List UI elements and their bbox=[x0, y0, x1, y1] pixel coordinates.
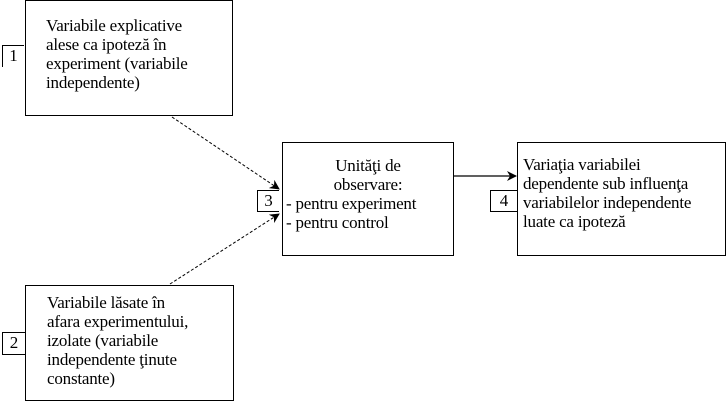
node-line: experiment (variabile bbox=[46, 54, 188, 73]
node-line: - pentru control bbox=[286, 213, 389, 232]
node-line: Variabile lăsate în bbox=[47, 293, 165, 312]
node-text: Variabile explicative alese ca ipoteză î… bbox=[46, 16, 188, 92]
node-text: Variaţia variabilei dependente sub influ… bbox=[523, 155, 691, 231]
node-line: Variabile explicative bbox=[46, 16, 182, 35]
node-line: - pentru experiment bbox=[286, 194, 417, 213]
node-excluded-variables: Variabile lăsate în afara experimentului… bbox=[25, 285, 234, 401]
node-line: variabilelor independente bbox=[523, 193, 692, 212]
arrow-box2-to-box3 bbox=[169, 213, 280, 285]
node-number-1: 1 bbox=[2, 45, 24, 67]
node-text: Unităţi de observare: - pentru experimen… bbox=[283, 156, 453, 232]
node-line: afara experimentului, bbox=[47, 312, 189, 331]
node-number-2: 2 bbox=[2, 332, 25, 355]
node-line: Variaţia variabilei bbox=[523, 155, 641, 174]
node-line: independente) bbox=[46, 73, 140, 92]
node-line: independente ţinute bbox=[47, 350, 177, 369]
node-observation-units: Unităţi de observare: - pentru experimen… bbox=[282, 142, 454, 256]
node-number-3: 3 bbox=[257, 190, 279, 212]
arrow-box1-to-box3 bbox=[171, 116, 280, 190]
node-line: izolate (variabile bbox=[47, 331, 159, 350]
node-dependent-variation: Variaţia variabilei dependente sub influ… bbox=[517, 142, 726, 256]
node-line: constante) bbox=[47, 369, 115, 388]
node-line: Unităţi de bbox=[335, 156, 401, 175]
node-number-4: 4 bbox=[490, 190, 517, 212]
node-line: alese ca ipoteză în bbox=[46, 35, 167, 54]
node-line: luate ca ipoteză bbox=[523, 212, 626, 231]
node-explanatory-variables: Variabile explicative alese ca ipoteză î… bbox=[25, 0, 233, 116]
node-line: dependente sub influenţa bbox=[523, 174, 689, 193]
node-line: observare: bbox=[333, 175, 403, 194]
node-text: Variabile lăsate în afara experimentului… bbox=[47, 293, 188, 388]
